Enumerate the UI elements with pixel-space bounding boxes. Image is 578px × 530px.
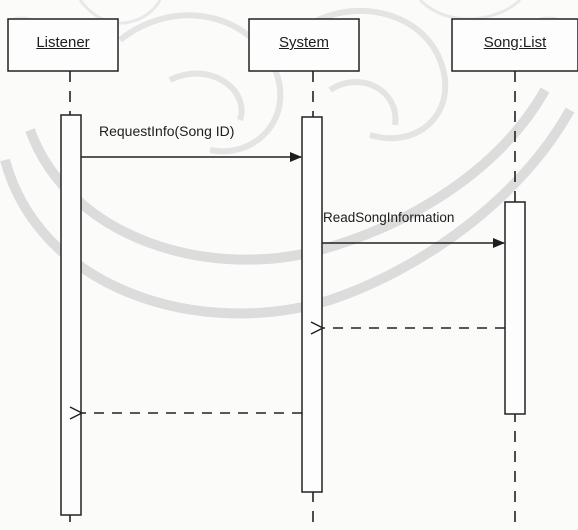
message-label-request-info: RequestInfo(Song ID) — [99, 124, 234, 138]
lifeline-label-system: System — [249, 35, 359, 50]
activation-bar-listener — [61, 115, 81, 515]
message-label-read-song-information: ReadSongInformation — [323, 211, 454, 225]
lifeline-label-songlist: Song:List — [452, 35, 578, 50]
lifeline-label-listener: Listener — [8, 35, 118, 50]
activation-bar-system — [302, 117, 322, 492]
activation-bar-songlist — [505, 202, 525, 414]
